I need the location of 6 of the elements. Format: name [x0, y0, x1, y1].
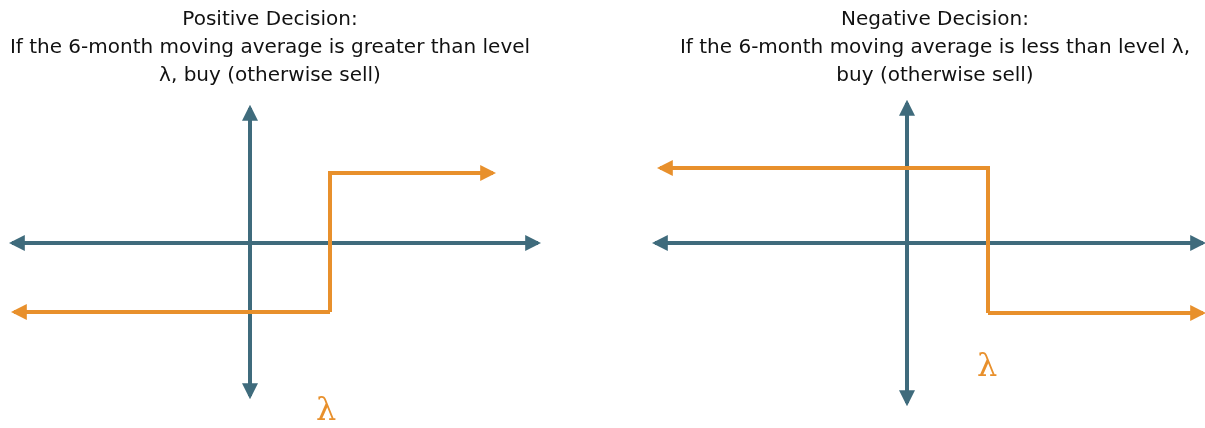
heading-text: Negative Decision:: [840, 5, 1030, 32]
description-text: If the 6-month moving average is less than level λ, buy (otherwise sell): [678, 33, 1192, 88]
heading-text: Positive Decision:: [181, 5, 359, 32]
threshold-label: λ: [977, 348, 998, 382]
threshold-label: λ: [316, 392, 337, 426]
description-text: If the 6-month moving average is greater than level λ, buy (otherwise sell): [8, 33, 532, 88]
